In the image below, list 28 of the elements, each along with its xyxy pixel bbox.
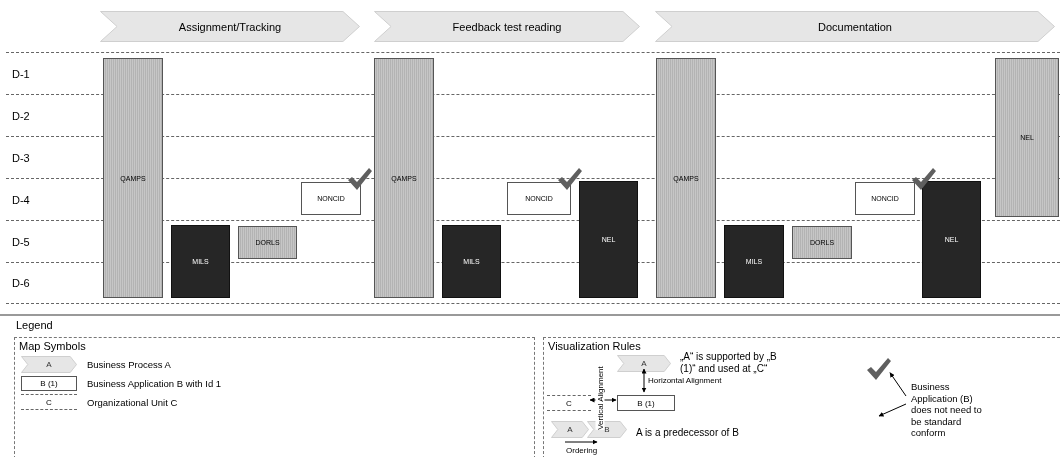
legend-text: Business Application B with Id 1 [87, 378, 222, 389]
rule-text: „A“ is supported by „B (1)“ and used at „C“ [680, 351, 778, 375]
edge-label: Vertical Alignment [595, 366, 605, 430]
process-step-shape: A [551, 421, 589, 438]
legend-text: Organizational Unit C [87, 397, 178, 408]
check-icon [867, 358, 891, 380]
edge-label: Horizontal Alignment [648, 376, 722, 385]
application-box: B (1) [617, 395, 675, 411]
row-label: D-4 [12, 193, 30, 206]
process-step-shape: Assignment/Tracking [100, 11, 360, 42]
process-step-shape: A [617, 355, 671, 372]
legend-section-panel [14, 337, 535, 457]
direction-label: Ordering [566, 446, 599, 456]
process-step-shape: Documentation [655, 11, 1055, 42]
legend-panel [0, 314, 1060, 457]
application-box: B (1) [21, 376, 77, 391]
process-step-shape: Feedback test reading [374, 11, 640, 42]
arrow [878, 403, 907, 417]
process-step-shape: A [21, 356, 77, 373]
section-title: Map Symbols [19, 340, 86, 352]
legend-text: Business Process A [87, 359, 171, 370]
legend-title: Legend [16, 319, 53, 331]
rule-text: A is a predecessor of B [636, 427, 739, 439]
arrow [641, 368, 647, 393]
note-text: Business Application (B) does not need to be standard conform [911, 381, 993, 439]
section-title: Visualization Rules [548, 340, 641, 352]
row-label: D-5 [12, 235, 30, 248]
arrow [889, 372, 907, 397]
